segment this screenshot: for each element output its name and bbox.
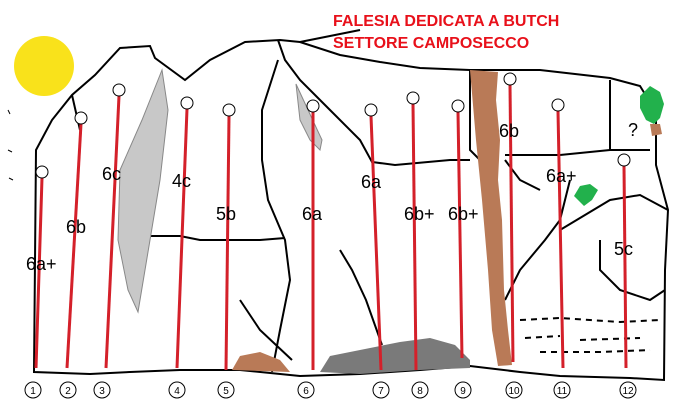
route-number-4: 4 — [174, 386, 180, 397]
route-grade-4: 4c — [172, 171, 191, 191]
route-anchor-6 — [306, 99, 320, 113]
route-line-2 — [65, 123, 83, 369]
route-anchor-9 — [451, 99, 465, 113]
route-anchor-4 — [180, 96, 194, 110]
sun-icon — [14, 36, 74, 96]
route-anchor-2 — [74, 111, 88, 125]
route-anchor-3 — [112, 83, 126, 97]
route-number-7: 7 — [378, 386, 384, 397]
route-number-circle-5 — [217, 381, 235, 399]
route-number-1: 1 — [30, 386, 36, 397]
route-number-9: 9 — [460, 386, 466, 397]
route-grade-9: 6b+ — [448, 204, 479, 224]
route-line-9 — [456, 111, 464, 359]
plant-middle-icon — [574, 184, 598, 206]
route-number-circle-10 — [505, 381, 523, 399]
dashed-base — [519, 316, 661, 353]
brown-crack — [470, 70, 512, 366]
left-edge-marks — [7, 109, 14, 181]
route-number-8: 8 — [417, 386, 423, 397]
unknown-route-mark: ? — [628, 120, 638, 140]
route-number-circle-8 — [411, 381, 429, 399]
route-grade-1: 6a+ — [26, 254, 57, 274]
route-grade-2: 6b — [66, 217, 86, 237]
route-line-1 — [34, 177, 44, 369]
route-anchor-5 — [222, 103, 236, 117]
route-anchor-7 — [364, 103, 378, 117]
sector-title: SETTORE CAMPOSECCO — [333, 35, 529, 52]
rock-features — [71, 29, 669, 373]
route-line-11 — [556, 110, 565, 369]
route-number-3: 3 — [99, 386, 105, 397]
route-number-circle-3 — [93, 381, 111, 399]
route-number-5: 5 — [223, 386, 229, 397]
route-line-7 — [369, 115, 383, 371]
route-number-12: 12 — [622, 386, 634, 397]
route-number-circle-4 — [168, 381, 186, 399]
route-line-4 — [175, 108, 189, 369]
route-line-10 — [508, 84, 515, 363]
route-number-6: 6 — [303, 386, 309, 397]
route-number-2: 2 — [65, 386, 71, 397]
route-grade-5: 5b — [216, 204, 236, 224]
route-grade-3: 6c — [102, 164, 121, 184]
brown-boulder — [232, 352, 290, 372]
crag-title: FALESIA DEDICATA A BUTCH — [333, 13, 559, 30]
route-number-circle-9 — [454, 381, 472, 399]
route-grade-8: 6b+ — [404, 204, 435, 224]
route-number-10: 10 — [508, 386, 520, 397]
route-number-circle-6 — [297, 381, 315, 399]
route-grade-7: 6a — [361, 172, 382, 192]
route-grade-12: 5c — [614, 239, 633, 259]
route-number-circle-12 — [619, 381, 637, 399]
route-anchor-10 — [503, 72, 517, 86]
route-number-circle-7 — [372, 381, 390, 399]
route-line-12 — [622, 165, 628, 369]
plant-top-icon — [640, 86, 664, 136]
route-anchor-11 — [551, 98, 565, 112]
route-number-11: 11 — [557, 386, 568, 397]
route-grade-6: 6a — [302, 204, 323, 224]
slab-left — [117, 68, 169, 314]
slab-center — [295, 83, 323, 152]
route-number-circle-11 — [553, 381, 571, 399]
route-grade-11: 6a+ — [546, 166, 577, 186]
route-number-circle-1 — [24, 381, 42, 399]
route-anchor-8 — [406, 91, 420, 105]
route-grade-10: 6b — [499, 121, 519, 141]
route-number-circle-2 — [59, 381, 77, 399]
route-anchor-12 — [617, 153, 631, 167]
grey-boulder — [320, 338, 470, 374]
route-anchor-1 — [35, 165, 49, 179]
route-line-8 — [411, 103, 418, 371]
route-line-5 — [224, 115, 231, 371]
route-line-3 — [104, 95, 121, 369]
routes-layer: 6a+ 1 6b 2 6c 3 4c 4 5b 5 6a 6 6a 7 6b+ 8 6b+ 9 6b 10 6a+ 11 5… — [24, 72, 637, 399]
